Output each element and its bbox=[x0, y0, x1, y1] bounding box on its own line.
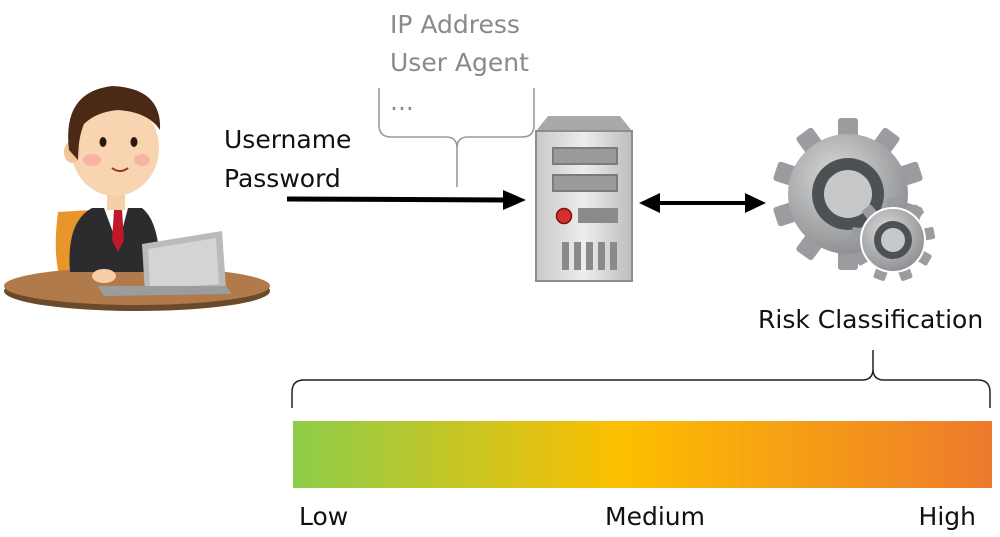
risk-medium-label: Medium bbox=[605, 502, 705, 531]
metadata-bracket bbox=[378, 88, 535, 187]
risk-high-label: High bbox=[919, 502, 976, 531]
risk-scale-bracket bbox=[291, 350, 991, 408]
risk-low-label: Low bbox=[299, 502, 348, 531]
metadata-ip-address-label: IP Address bbox=[390, 10, 520, 39]
credentials-password-label: Password bbox=[224, 164, 341, 193]
server-risk-engine-arrow bbox=[639, 193, 766, 213]
risk-classification-label: Risk Classification bbox=[758, 305, 983, 334]
risk-gradient-bar bbox=[293, 421, 992, 488]
credentials-username-label: Username bbox=[224, 125, 351, 154]
metadata-user-agent-label: User Agent bbox=[390, 48, 529, 77]
user-at-laptop-icon bbox=[4, 86, 270, 311]
metadata-ellipsis-label: ... bbox=[390, 87, 414, 116]
server-tower-icon bbox=[535, 116, 633, 282]
credentials-arrow bbox=[286, 190, 526, 210]
gears-icon bbox=[773, 118, 936, 281]
